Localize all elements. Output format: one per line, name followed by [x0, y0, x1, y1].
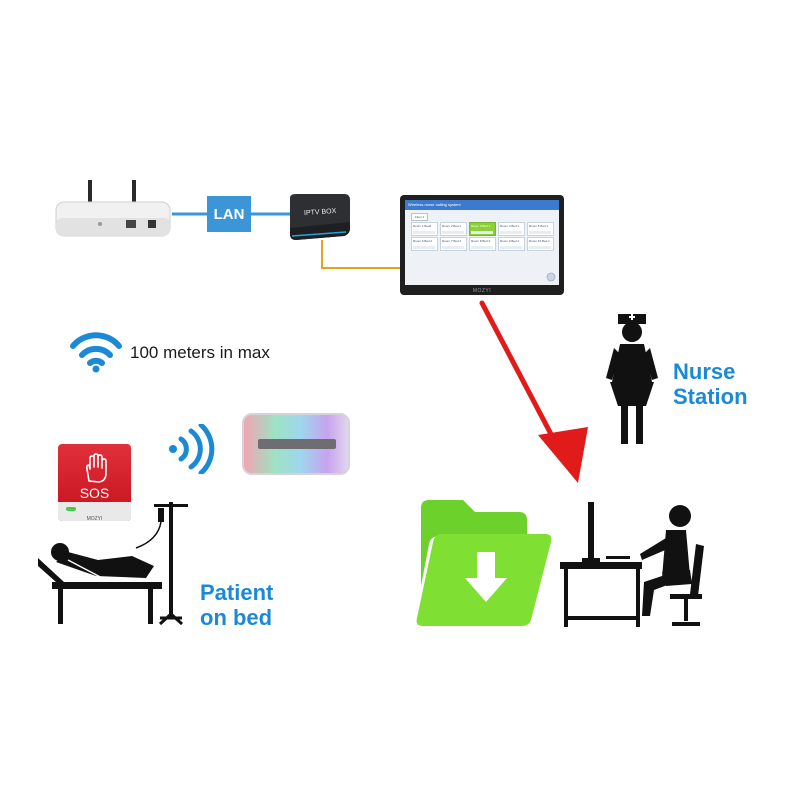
signal-icon — [169, 424, 215, 474]
screen-room-cell: Room 5 Bed 1 — [527, 222, 554, 236]
patient-bed-icon — [38, 502, 188, 626]
screen-room-cell-label: Room 7 Bed 2 — [442, 239, 462, 243]
nurse-icon — [606, 314, 658, 444]
screen-room-cell: Room 10 Bed 1 — [527, 237, 554, 251]
screen-room-cell: Room 3 Bed 1 — [469, 222, 496, 236]
sos-call-button-device: SOS — [58, 444, 131, 521]
screen-title: Wireless nurse calling system — [405, 200, 559, 210]
sos-label: SOS — [79, 485, 110, 501]
patient-label: Patient on bed — [200, 580, 273, 630]
patient-line2: on bed — [200, 605, 273, 630]
sos-base — [58, 502, 131, 521]
nurse-station-line2: Station — [673, 384, 748, 409]
iptv-box-device: IPTV BOX — [290, 194, 350, 240]
screen-room-cell-label: Room 3 Bed 1 — [471, 224, 491, 228]
screen-room-cell: Room 7 Bed 2 — [440, 237, 467, 251]
patient-line1: Patient — [200, 580, 274, 605]
screen-room-cell-label: Room 6 Bed 2 — [413, 239, 433, 243]
operator-desk-icon — [560, 502, 704, 627]
screen-room-cell-label: Room 5 Bed 1 — [529, 224, 549, 228]
screen-room-cell-label: Room 2 Bed 1 — [442, 224, 462, 228]
screen-room-cell: Room 9 Bed 4 — [498, 237, 525, 251]
corridor-light-slot — [258, 439, 336, 449]
corridor-light-device — [242, 413, 350, 475]
screen-room-cell-label: Room 9 Bed 4 — [500, 239, 520, 243]
lan-label: LAN — [213, 205, 245, 223]
download-folder-icon — [416, 500, 552, 626]
screen-room-cell: Room 6 Bed 2 — [411, 237, 438, 251]
screen-room-cell: Room 2 Bed 1 — [440, 222, 467, 236]
sos-led — [66, 507, 76, 511]
router-device — [55, 180, 171, 237]
wifi-range-label: 100 meters in max — [130, 343, 270, 362]
red-arrow — [479, 300, 588, 483]
monitor-brand: MOZYI — [472, 288, 492, 294]
screen-room-cell-label: Room 1 Bed1 — [413, 224, 432, 228]
iptv-box-label: IPTV BOX — [304, 208, 337, 217]
screen-tab-floor: Floor 1 — [411, 213, 429, 221]
nurse-station-line1: Nurse — [673, 359, 736, 384]
iptv-monitor-cable — [321, 240, 400, 269]
screen-corner-icon — [546, 272, 556, 282]
screen-room-cell: Room 8 Bed 3 — [469, 237, 496, 251]
nurse-station-label: Nurse Station — [673, 359, 748, 409]
screen-room-cell-label: Room 10 Bed 1 — [529, 239, 550, 243]
wifi-icon — [70, 332, 122, 373]
screen-room-cell-label: Room 4 Bed 1 — [500, 224, 520, 228]
nurse-station-monitor: Wireless nurse calling system Floor 1 Ro… — [400, 195, 564, 295]
hand-icon — [85, 453, 107, 483]
screen-room-cell: Room 4 Bed 1 — [498, 222, 525, 236]
sos-brand: MOZYI — [86, 516, 103, 522]
monitor-screen: Wireless nurse calling system Floor 1 Ro… — [405, 200, 559, 285]
lan-label-box: LAN — [207, 196, 251, 232]
screen-room-cell-label: Room 8 Bed 3 — [471, 239, 491, 243]
screen-room-cell: Room 1 Bed1 — [411, 222, 438, 236]
